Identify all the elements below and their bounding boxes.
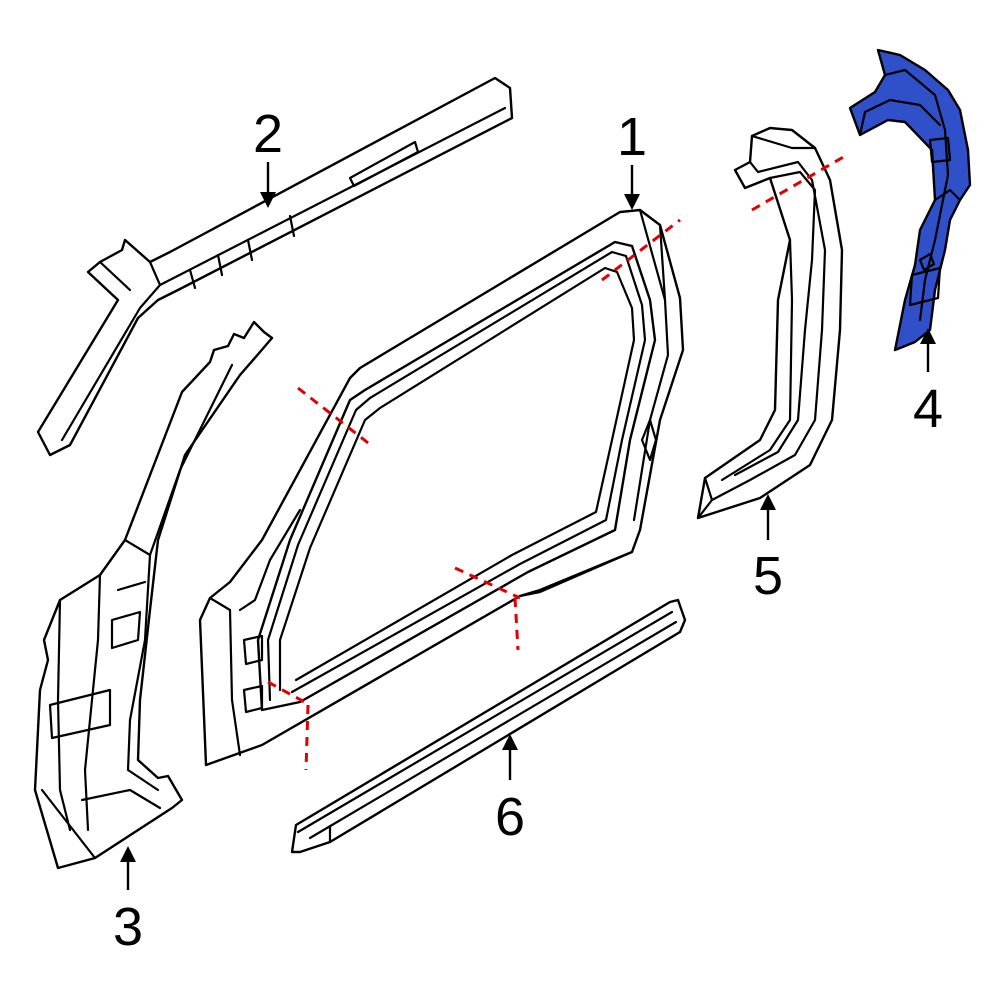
cut-line-sill-front [267,680,311,707]
arrow-2-head [260,192,276,208]
cut-line-roof-rear [601,218,681,282]
callout-5[interactable]: 5 [753,546,783,606]
callout-labels: 1 2 3 4 5 6 [113,104,943,957]
arrow-4-head [920,328,936,344]
part-5-b-pillar[interactable] [696,126,844,520]
arrow-6-head [502,734,518,750]
part-3-hinge-pillar[interactable] [33,320,274,870]
cut-lines [267,154,846,771]
cut-line-sill-mid-vertical [513,597,520,651]
callout-arrows [120,162,936,890]
part-1-door-frame[interactable] [198,208,685,767]
part-4-pillar-reinforcement[interactable] [848,48,972,352]
callout-3[interactable]: 3 [113,897,143,957]
callout-1[interactable]: 1 [617,107,647,167]
arrow-5-head [760,494,776,510]
callout-4[interactable]: 4 [913,379,943,439]
cut-line-sill-front-vertical [304,704,310,771]
arrow-3-head [120,846,136,862]
callout-6[interactable]: 6 [495,787,525,847]
cut-line-sill-mid [454,566,521,600]
cut-line-b-pillar [751,154,846,212]
callout-2[interactable]: 2 [253,104,283,164]
part-6-rocker-panel[interactable] [290,598,687,854]
arrow-1-head [624,194,640,210]
part-2-roof-rail[interactable] [36,76,514,457]
